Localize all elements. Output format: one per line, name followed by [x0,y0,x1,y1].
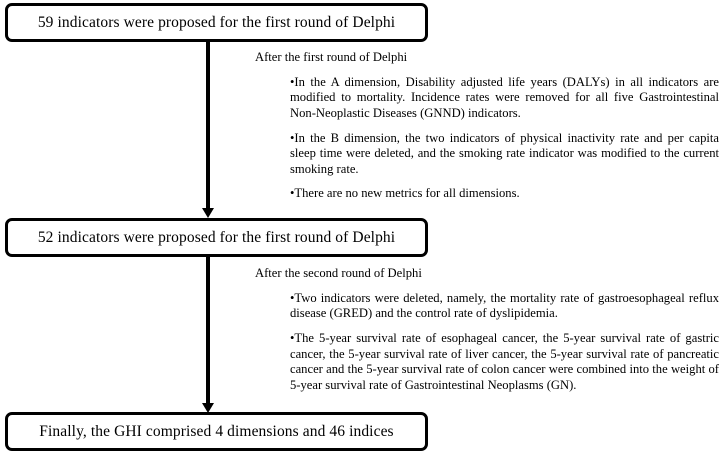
flow-node-final-ghi: Finally, the GHI comprised 4 dimensions … [5,412,428,451]
bullet-glyph: • [290,74,295,89]
flow-node-label: 52 indicators were proposed for the firs… [37,228,396,246]
list-item-text: The 5-year survival rate of esophageal c… [290,330,719,392]
list-item-text: In the A dimension, Disability adjusted … [290,74,719,120]
annotation-heading: After the second round of Delphi [255,266,422,280]
annotation-first-round: After the first round of Delphi •In the … [255,50,719,202]
flow-node-second-round-proposed: 52 indicators were proposed for the firs… [5,218,428,257]
list-item-text: Two indicators were deleted, namely, the… [290,290,719,321]
list-item: •In the B dimension, the two indicators … [290,131,719,178]
flow-node-label: 59 indicators were proposed for the firs… [37,13,396,31]
flow-node-label: Finally, the GHI comprised 4 dimensions … [39,422,394,440]
flow-node-first-round-proposed: 59 indicators were proposed for the firs… [5,3,428,42]
bullet-glyph: • [290,330,295,345]
arrow-down-icon-node1-to-node2 [206,42,210,209]
list-item: •There are no new metrics for all dimens… [290,186,719,202]
list-item: •Two indicators were deleted, namely, th… [290,291,719,322]
annotation-bullet-list: •In the A dimension, Disability adjusted… [255,75,719,202]
annotation-heading: After the first round of Delphi [255,50,408,64]
list-item-text: In the B dimension, the two indicators o… [290,130,719,176]
list-item: •In the A dimension, Disability adjusted… [290,75,719,122]
bullet-glyph: • [290,290,295,305]
bullet-glyph: • [290,186,295,201]
arrow-down-icon-node2-to-node3 [206,257,210,404]
list-item-text: There are no new metrics for all dimensi… [294,186,520,201]
bullet-glyph: • [290,130,295,145]
annotation-bullet-list: •Two indicators were deleted, namely, th… [255,291,719,394]
list-item: •The 5-year survival rate of esophageal … [290,331,719,393]
annotation-second-round: After the second round of Delphi •Two in… [255,266,719,393]
